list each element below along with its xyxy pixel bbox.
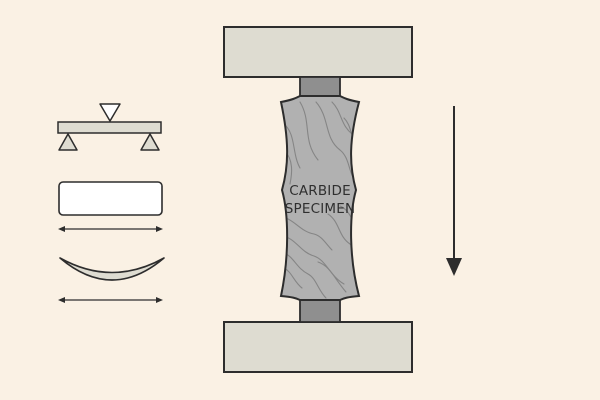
curved-bar [59,257,165,281]
specimen-label-line2: SPECIMEN [285,201,356,217]
top-platen [223,26,413,78]
dimension-arrowhead-right [156,297,163,303]
specimen-label-line1: CARBIDE [289,183,351,199]
bend-beam [57,121,162,134]
carbide-specimen: CARBIDE SPECIMEN [279,95,361,301]
three-point-bend-icon [57,103,162,151]
dimension-arrowhead-left [58,226,65,232]
straight-bar-icon [58,181,163,232]
right-support-triangle [140,133,160,151]
dimension-arrowhead-left [58,297,65,303]
dimension-arrowhead-right [156,226,163,232]
top-neck [299,76,341,97]
load-point-triangle [99,103,121,122]
specimen-outline [279,95,361,301]
straight-bar [58,181,163,216]
bottom-neck [299,299,341,323]
arrow-down-icon [446,106,462,276]
left-support-triangle [58,133,78,151]
specimen-body [281,96,359,300]
bottom-platen [223,321,413,373]
curved-bar-icon [58,257,165,303]
